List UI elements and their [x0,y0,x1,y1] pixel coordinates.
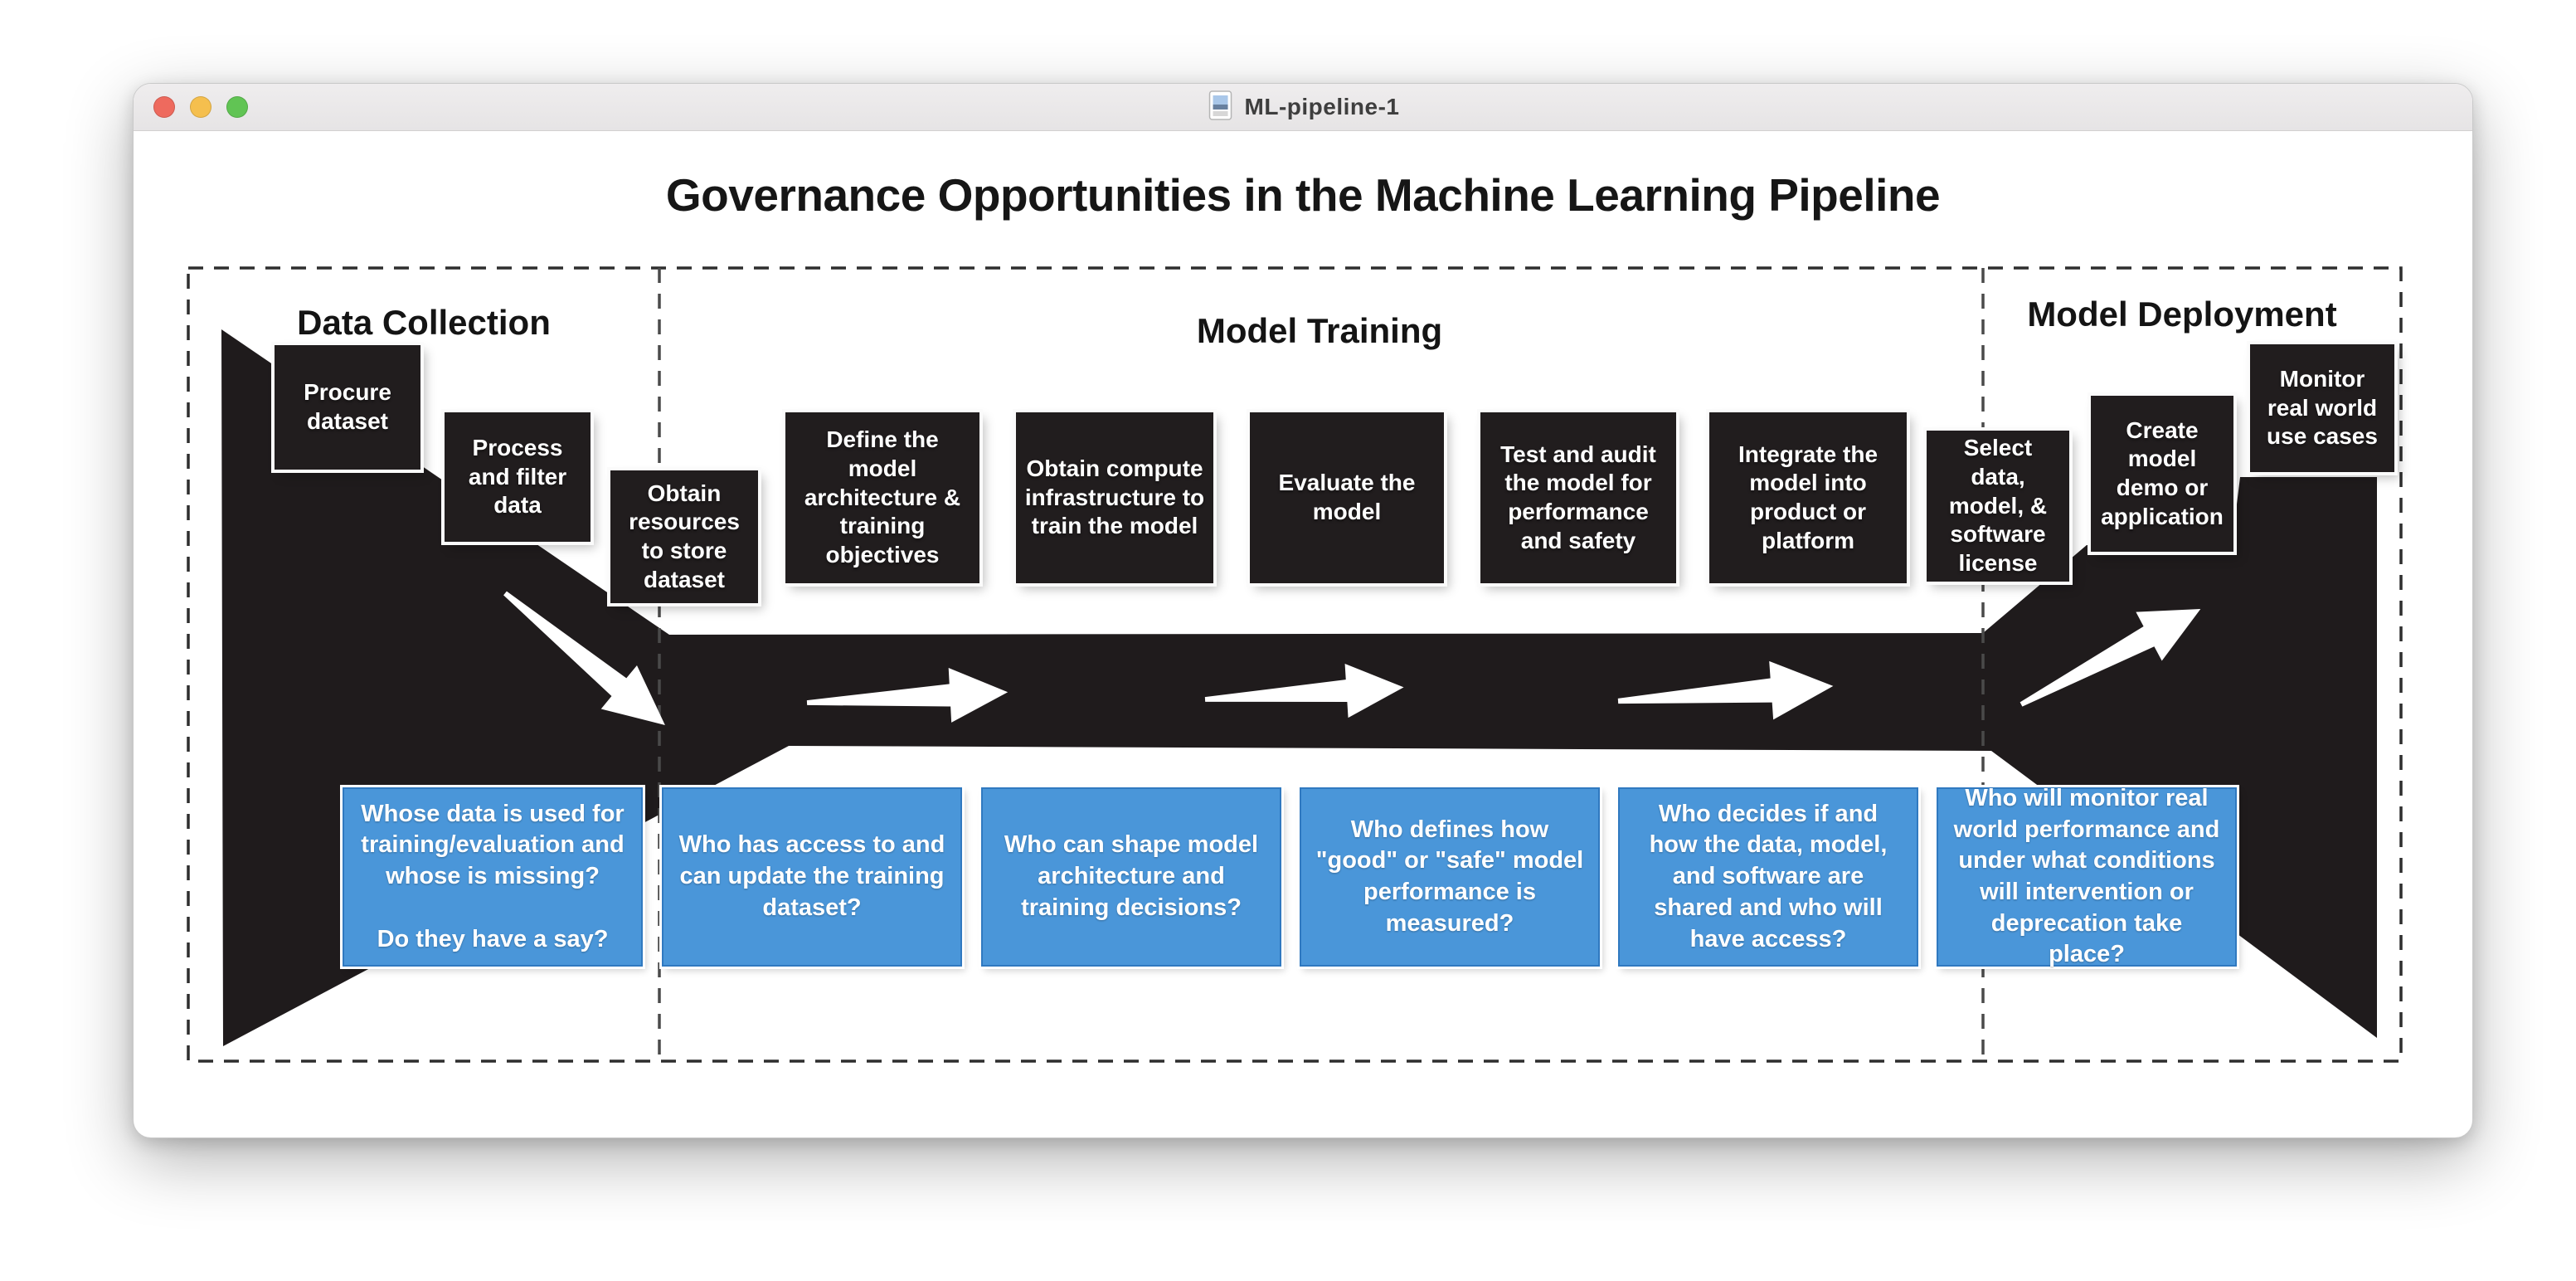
question-text: Who decides if and how the data, model, … [1649,800,1888,952]
question-text: Who has access to and can update the tra… [678,831,945,921]
question-dataset-access: Who has access to and can update the tra… [662,787,962,967]
step-select-license: Select data, model, & software license [1927,431,2069,582]
step-monitor-use-cases: Monitor real world use cases [2250,344,2394,472]
step-procure-dataset: Procure dataset [275,345,420,470]
app-window: ML-pipeline-1 Governance Opportunities i… [133,83,2473,1138]
document-icon [1207,89,1235,126]
step-evaluate-model: Evaluate the model [1250,412,1444,583]
flow-arrow-right-1-icon [806,668,1009,723]
question-sharing-access: Who decides if and how the data, model, … [1618,787,1918,967]
step-create-demo: Create model demo or application [2091,396,2233,552]
step-obtain-compute: Obtain compute infrastructure to train t… [1016,412,1213,583]
pipeline-funnel-graphic [187,266,2403,1063]
question-performance-measured: Who defines how "good" or "safe" model p… [1300,787,1600,967]
window-controls [153,96,248,118]
question-text: Who will monitor real world performance … [1953,784,2220,968]
flow-arrow-right-3-icon [1617,660,1834,720]
question-text: Who can shape model architecture and tra… [1004,831,1259,921]
question-text: Whose data is used for training/evaluati… [361,800,625,889]
question-text-secondary: Do they have a say? [377,925,609,952]
flow-arrow-right-2-icon [1204,663,1404,718]
question-data-used: Whose data is used for training/evaluati… [343,787,643,967]
minimize-button[interactable] [190,96,211,118]
close-button[interactable] [153,96,175,118]
question-text: Who defines how "good" or "safe" model p… [1315,816,1584,937]
section-label-data-collection: Data Collection [297,303,551,342]
step-test-audit-model: Test and audit the model for performance… [1480,412,1676,583]
question-monitor-performance: Who will monitor real world performance … [1937,785,2237,967]
window-titlebar: ML-pipeline-1 [134,84,2472,131]
section-label-model-deployment: Model Deployment [2027,295,2337,334]
zoom-button[interactable] [226,96,248,118]
step-obtain-storage-resources: Obtain resources to store dataset [610,470,758,603]
flow-arrow-diagonal-up-icon [2019,608,2201,707]
step-integrate-model: Integrate the model into product or plat… [1709,412,1907,583]
step-define-architecture: Define the model architecture & training… [785,412,979,583]
window-title: ML-pipeline-1 [1244,94,1400,119]
page-title: Governance Opportunities in the Machine … [665,169,1941,221]
question-shape-architecture: Who can shape model architecture and tra… [981,787,1281,967]
section-label-model-training: Model Training [1196,311,1443,350]
step-process-filter-data: Process and filter data [445,412,591,542]
